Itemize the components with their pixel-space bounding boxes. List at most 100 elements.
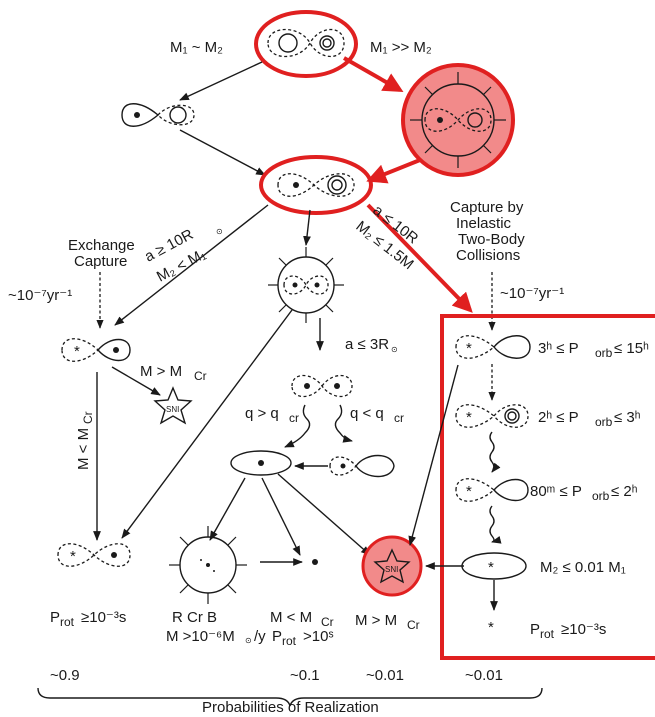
arrow-merger-to-left [121,309,293,539]
sub-orb-2: orb [595,415,613,429]
sub-orb-1: orb [595,346,613,360]
prot-left-val: ≥10⁻³s [81,609,126,626]
arrow-to-roche-lobe [179,61,263,101]
mass-condition: M₂ ≤ 0.01 M₁ [540,559,626,576]
prot-left: P [50,609,60,626]
exchange-title-2: Capture [74,253,127,270]
rcrb-title: R Cr B [172,609,217,626]
cond-m-gt-mcr-left: M > M [140,363,182,380]
highlight-sn-right [361,535,423,597]
star-symbol-4: * [466,409,472,426]
arrow-to-sn-left [111,366,161,396]
prob-2: ~0.01 [366,667,404,684]
arrow-to-exchange-branch [114,204,269,326]
sub-rot-1: rot [60,615,75,629]
semi-detached-wd-node [329,454,395,478]
highlight-initial [254,10,358,78]
arrow-seq-3 [489,505,502,544]
star-symbol-5: * [466,483,472,500]
mid-prot: P [272,628,282,645]
prob-3: ~0.01 [465,667,503,684]
exchange-title-1: Exchange [68,237,135,254]
sn-right-label: SNI [385,565,398,574]
sun-sub-2: ⊙ [391,345,398,354]
rcrb-star-node [169,526,247,604]
sun-sub-1: ⊙ [216,227,223,236]
probability-brace [37,687,543,707]
period-range-2: 2ʰ ≤ P [538,409,579,426]
arrow-to-sn-right [277,473,371,556]
sun-sub-3: ⊙ [245,636,252,645]
cond-q-lt: q < q [350,405,384,422]
arrow-seq-2 [489,431,501,473]
contact-wd-binary-node [291,374,353,398]
remnant-dot [312,559,318,565]
sub-orb-3: orb [592,489,610,503]
red-arrow-to-capture [366,203,473,313]
final-pulsar-symbol: * [488,619,494,636]
red-arrow-to-detached [366,158,421,184]
arrow-to-mid-remnant [261,477,301,556]
merged-disk-node [230,450,292,476]
rate-right: ~10⁻⁷yr⁻¹ [500,285,564,302]
highlight-capture-box [440,314,655,660]
arrow-to-detached [179,129,266,176]
star-symbol-2: * [70,548,76,565]
arrow-q-gt [284,404,311,448]
sub-cr-1: Cr [194,369,207,383]
sn-left-label: SNI [166,405,179,414]
highlight-detached [259,155,373,215]
capture-title-1: Capture by [450,199,524,216]
cond-q-gt: q > q [245,405,279,422]
roche-lobe-overflow-node [121,103,195,127]
prob-0: ~0.9 [50,667,80,684]
star-symbol-6: * [488,559,494,576]
initial-binary-node [267,28,345,58]
mid-mass: M < M [270,609,312,626]
cond-equal-masses: M₁ ~ M₂ [170,39,223,56]
capture-title-3: Two-Body [458,231,525,248]
arrow-to-merger [303,209,311,246]
prob-1: ~0.1 [290,667,320,684]
pulsar-binary-left-node: * [57,543,131,567]
sub-cr-5: Cr [321,615,334,629]
cv-binary-2-node: * [455,404,529,428]
capture-title-4: Collisions [456,247,520,264]
star-symbol-3: * [466,340,472,357]
red-arrow-to-envelope [343,56,404,92]
arrow-capture-to-sn [408,364,459,546]
period-range-2-end: ≤ 3ʰ [614,409,641,426]
supernova-right-node: SNI [373,548,411,584]
rcrb-rate: M >10⁻⁶M [166,628,235,645]
period-range-1: 3ʰ ≤ P [538,340,579,357]
prot-right-val: ≥10⁻³s [561,621,606,638]
capture-title-2: Inelastic [456,215,512,232]
right-mass: M > M [355,612,397,629]
disk-binary-node: * [461,552,527,580]
sub-cr-2: Cr [81,411,95,424]
arrow-q-lt [334,404,353,443]
star-symbol-1: * [74,343,80,360]
probability-caption: Probabilities of Realization [202,699,379,716]
cond-mid-a: a ≤ 3R [345,336,389,353]
cv-binary-3-node: * [455,478,529,502]
period-range-3-end: ≤ 2ʰ [611,483,638,500]
neutron-star-binary-node: * [61,338,131,362]
sub-cr-3: cr [289,411,299,425]
period-range-1-end: ≤ 15ʰ [614,340,649,357]
sub-cr-6: Cr [407,618,420,632]
cond-unequal-masses: M₁ >> M₂ [370,39,432,56]
rate-left: ~10⁻⁷yr⁻¹ [8,287,72,304]
common-envelope-node [410,72,506,168]
rcrb-rate-end: /y [254,628,266,645]
sub-rot-3: rot [540,627,555,641]
prot-right: P [530,621,540,638]
sub-cr-4: cr [394,411,404,425]
arrow-to-rcrb [209,477,246,541]
detached-binary-node [277,173,355,197]
merger-envelope-node [268,247,344,323]
cond-m-lt-mcr-left: M < M [75,428,92,470]
cv-binary-1-node: * [455,335,531,359]
mid-prot-val: >10ˢ [303,628,334,645]
